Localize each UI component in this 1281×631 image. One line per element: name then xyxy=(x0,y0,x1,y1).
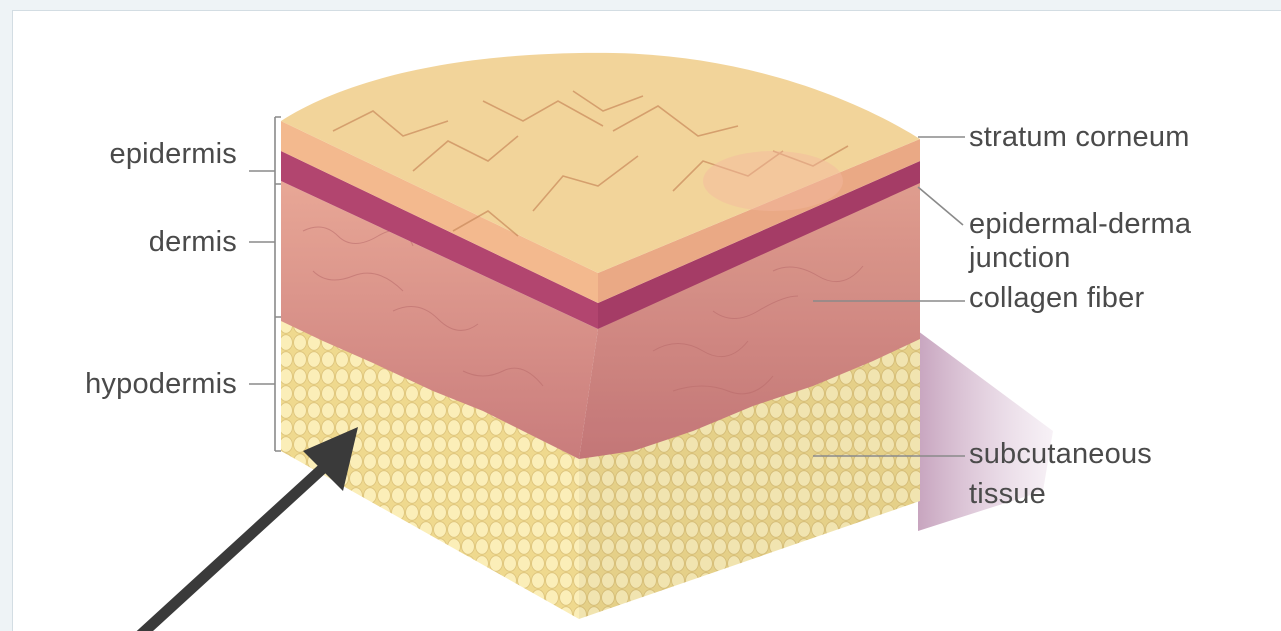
label-epidermis: epidermis xyxy=(109,137,237,171)
label-hypodermis: hypodermis xyxy=(85,367,237,401)
skin-cross-section-diagram xyxy=(13,11,1281,631)
label-collagen-fiber: collagen fiber xyxy=(969,281,1144,315)
label-subcutaneous-2: tissue xyxy=(969,477,1046,511)
left-bracket xyxy=(249,117,281,451)
label-stratum-corneum: stratum corneum xyxy=(969,120,1190,154)
label-epidermal-dermal-2: junction xyxy=(969,241,1071,275)
label-subcutaneous-1: subcutaneous xyxy=(969,437,1152,471)
label-dermis: dermis xyxy=(149,225,237,259)
label-epidermal-dermal-1: epidermal-derma xyxy=(969,207,1191,241)
pointer-arrow xyxy=(123,427,358,631)
diagram-frame: epidermis dermis hypodermis stratum corn… xyxy=(12,10,1281,631)
